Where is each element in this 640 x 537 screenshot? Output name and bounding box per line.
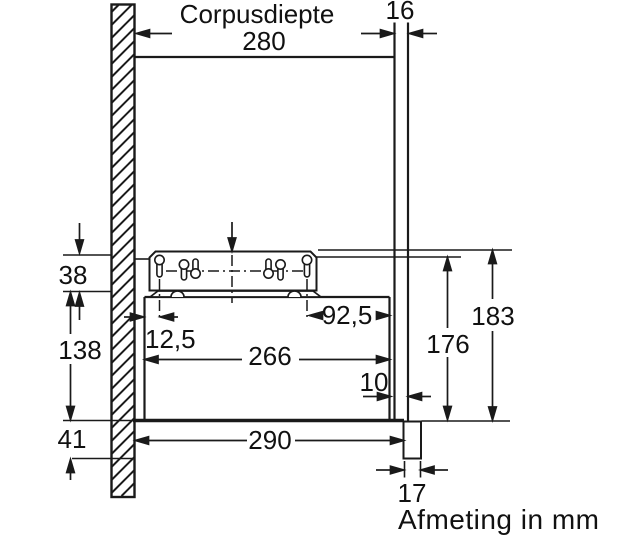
arrow-10-left xyxy=(376,391,394,402)
arrow-138-top xyxy=(65,289,76,307)
arrow-17-right xyxy=(417,465,435,475)
dimension-arrows xyxy=(65,28,498,480)
hatch-line xyxy=(110,196,136,221)
dim-17-label: 17 xyxy=(398,478,427,508)
arrow-92-5-right xyxy=(375,310,393,321)
hatch-line xyxy=(110,118,136,143)
hatch-line xyxy=(110,4,120,13)
hatch-line xyxy=(110,27,136,52)
keyhole-front-icon xyxy=(154,254,166,278)
dim-183-label: 183 xyxy=(471,301,514,331)
arrow-41-bottom xyxy=(65,456,76,474)
bracket-clip-right xyxy=(287,290,302,298)
wall xyxy=(110,3,136,499)
dim-41-label: 41 xyxy=(58,424,87,454)
hatch-line xyxy=(110,170,136,195)
arrow-266-left xyxy=(141,354,159,365)
hatch-line xyxy=(110,183,136,208)
hatch-line xyxy=(110,235,136,260)
hatch-line xyxy=(110,365,136,390)
hatch-line xyxy=(110,378,136,403)
dim-266-label: 266 xyxy=(248,341,291,371)
hatch-line xyxy=(110,248,136,273)
hatch-line xyxy=(110,53,136,78)
arrow-290-right xyxy=(389,435,407,446)
dim-12-5-label: 12,5 xyxy=(145,324,196,354)
hatch-line xyxy=(110,430,136,455)
arrow-bracket-centre xyxy=(227,237,237,255)
hatch-line xyxy=(110,300,136,325)
hatch-line xyxy=(110,261,136,286)
arrow-12-5-left xyxy=(129,312,147,322)
hatch-line xyxy=(110,209,136,234)
dim-38-label: 38 xyxy=(59,260,88,290)
dim-92-5-label: 92,5 xyxy=(322,300,373,330)
wall-hatch-lines xyxy=(110,4,136,497)
hatch-line xyxy=(110,456,136,481)
mounting-bracket xyxy=(147,250,324,321)
arrow-280-left xyxy=(133,28,151,39)
hatch-line xyxy=(110,105,136,130)
handle-strip xyxy=(402,420,422,460)
labels: Corpusdiepte 280 16 38 138 41 12,5 92,5 … xyxy=(58,0,600,535)
arrow-176-top xyxy=(442,254,453,272)
hatch-line xyxy=(110,131,136,156)
dim-10-label: 10 xyxy=(360,367,389,397)
arrow-16-right xyxy=(406,28,424,39)
dim-280-label: 280 xyxy=(242,26,285,56)
dim-16-label: 16 xyxy=(386,0,415,25)
hatch-line xyxy=(110,391,136,416)
arrow-280-right xyxy=(379,28,397,39)
hatch-line xyxy=(110,404,136,429)
hatch-line xyxy=(110,144,136,169)
arrow-10-right xyxy=(405,391,423,402)
arrow-138-bottom xyxy=(65,405,76,423)
keyhole-pair-left-icon xyxy=(178,258,202,281)
keyhole-pair-right-icon xyxy=(262,258,286,281)
hatch-line xyxy=(110,66,136,91)
keyhole-slots xyxy=(154,254,313,281)
hatch-line xyxy=(110,469,136,494)
hatch-line xyxy=(110,40,136,65)
keyhole-rear-icon xyxy=(301,254,313,278)
dim-290-label: 290 xyxy=(248,425,291,455)
arrow-266-right xyxy=(375,354,393,365)
dim-176-label: 176 xyxy=(426,329,469,359)
bracket-clip-left xyxy=(170,290,185,298)
hatch-line xyxy=(110,157,136,182)
arrow-290-left xyxy=(132,435,150,446)
bracket-rail xyxy=(147,290,324,298)
extension-lines xyxy=(63,249,512,478)
corpus-depth-title: Corpusdiepte xyxy=(180,0,335,29)
hatch-line xyxy=(110,14,136,39)
dim-138-label: 138 xyxy=(58,335,101,365)
hatch-line xyxy=(110,287,136,312)
arrow-92-5-left xyxy=(306,310,324,321)
arrow-183-bottom xyxy=(487,406,498,424)
arrow-176-bottom xyxy=(442,405,453,423)
hatch-line xyxy=(110,352,136,377)
hatch-line xyxy=(110,443,136,468)
hatch-line xyxy=(110,79,136,104)
cabinet-outline xyxy=(135,22,410,421)
hatch-line xyxy=(110,339,136,364)
hatch-line xyxy=(110,222,136,247)
arrow-12-5-right xyxy=(157,312,175,322)
hatch-line xyxy=(110,4,133,26)
arrow-17-left xyxy=(389,465,407,475)
units-note: Afmeting in mm xyxy=(398,504,600,535)
arrow-38-top xyxy=(74,239,85,257)
arrow-183-top xyxy=(487,247,498,265)
hatch-line xyxy=(110,92,136,117)
hatch-line xyxy=(110,274,136,299)
hatch-line xyxy=(110,417,136,442)
arrow-38-bottom xyxy=(74,289,85,307)
hatch-line xyxy=(120,482,136,497)
hatch-line xyxy=(110,326,136,351)
